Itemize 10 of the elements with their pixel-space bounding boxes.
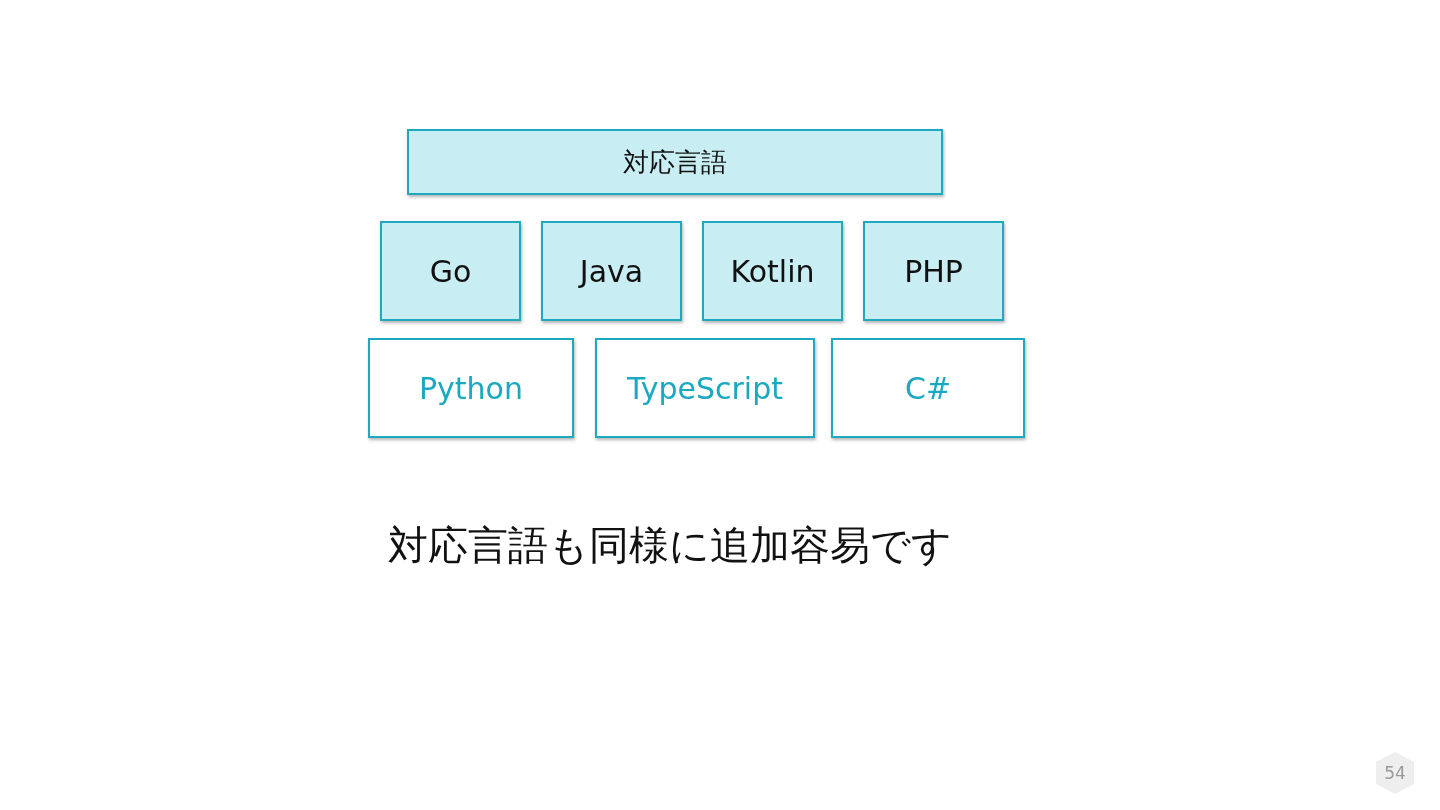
header-box: 対応言語 bbox=[407, 129, 943, 195]
language-box: Kotlin bbox=[702, 221, 843, 321]
language-box: C# bbox=[831, 338, 1025, 438]
slide-message: 対応言語も同様に追加容易です bbox=[388, 521, 952, 570]
language-box: Java bbox=[541, 221, 682, 321]
language-box: Python bbox=[368, 338, 574, 438]
language-box: TypeScript bbox=[595, 338, 815, 438]
language-box: Go bbox=[380, 221, 521, 321]
language-box: PHP bbox=[863, 221, 1004, 321]
page-number-badge: 54 bbox=[1375, 751, 1415, 795]
